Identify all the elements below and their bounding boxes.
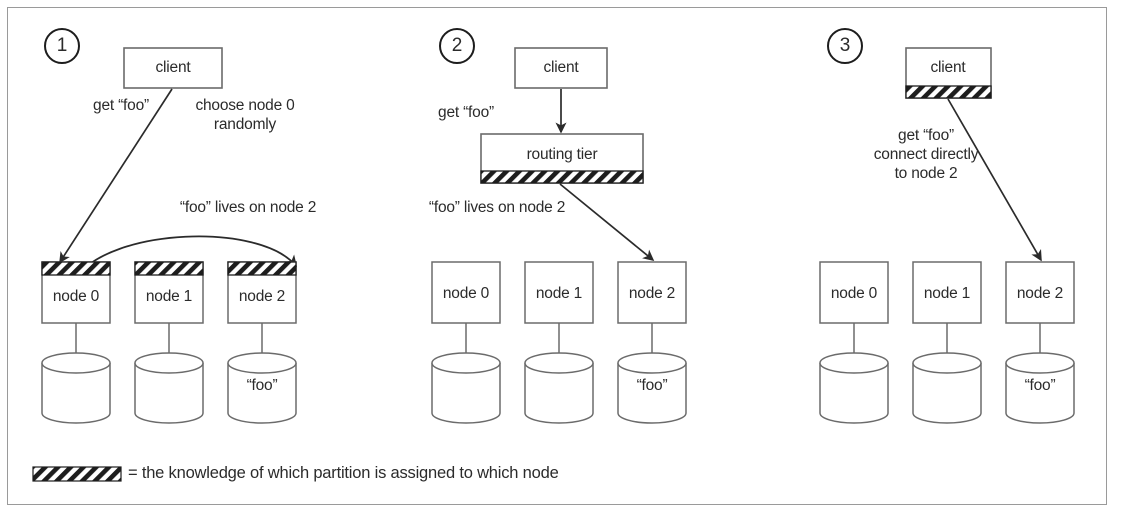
panel-2-routing-tier-label: routing tier xyxy=(526,146,598,163)
panel-3-step-number: 3 xyxy=(827,28,863,64)
panel-2-routing-result-label: “foo” lives on node 2 xyxy=(428,199,566,216)
panel-3-direct-request-label-line3: to node 2 xyxy=(894,165,958,182)
panel-1-node-1-label: node 1 xyxy=(145,288,193,305)
panel-3-node-1-label: node 1 xyxy=(923,285,971,302)
panel-3-client-label: client xyxy=(930,59,966,76)
panel-1-node-2-label: node 2 xyxy=(238,288,286,305)
panel-2-step-number: 2 xyxy=(439,28,475,64)
panel-1-step-number: 1 xyxy=(44,28,80,64)
panel-1-node-0-label: node 0 xyxy=(52,288,100,305)
panel-2-node-1-label: node 1 xyxy=(535,285,583,302)
panel-3-node-2-label: node 2 xyxy=(1016,285,1064,302)
legend-text: = the knowledge of which partition is as… xyxy=(128,464,559,482)
panel-3-node-2-store-value: “foo” xyxy=(1024,377,1056,394)
panel-1-strategy-label-line2: randomly xyxy=(213,116,277,133)
panel-1-strategy-label-line1: choose node 0 xyxy=(195,97,295,114)
panel-2-client-label: client xyxy=(543,59,579,76)
panel-1-request-label: get “foo” xyxy=(93,97,149,114)
panel-2-node-0-label: node 0 xyxy=(442,285,490,302)
panel-2-node-2-store-value: “foo” xyxy=(636,377,668,394)
panel-2-request-label: get “foo” xyxy=(438,104,494,121)
panel-1-redirect-label: “foo” lives on node 2 xyxy=(179,199,317,216)
panel-3-direct-request-label-line2: connect directly xyxy=(873,146,979,163)
panel-3-node-0-label: node 0 xyxy=(830,285,878,302)
panel-1-node-2-store-value: “foo” xyxy=(246,377,278,394)
panel-1-client-label: client xyxy=(155,59,191,76)
panel-2-node-2-label: node 2 xyxy=(628,285,676,302)
figure-border xyxy=(7,7,1107,505)
panel-3-direct-request-label-line1: get “foo” xyxy=(898,127,954,144)
